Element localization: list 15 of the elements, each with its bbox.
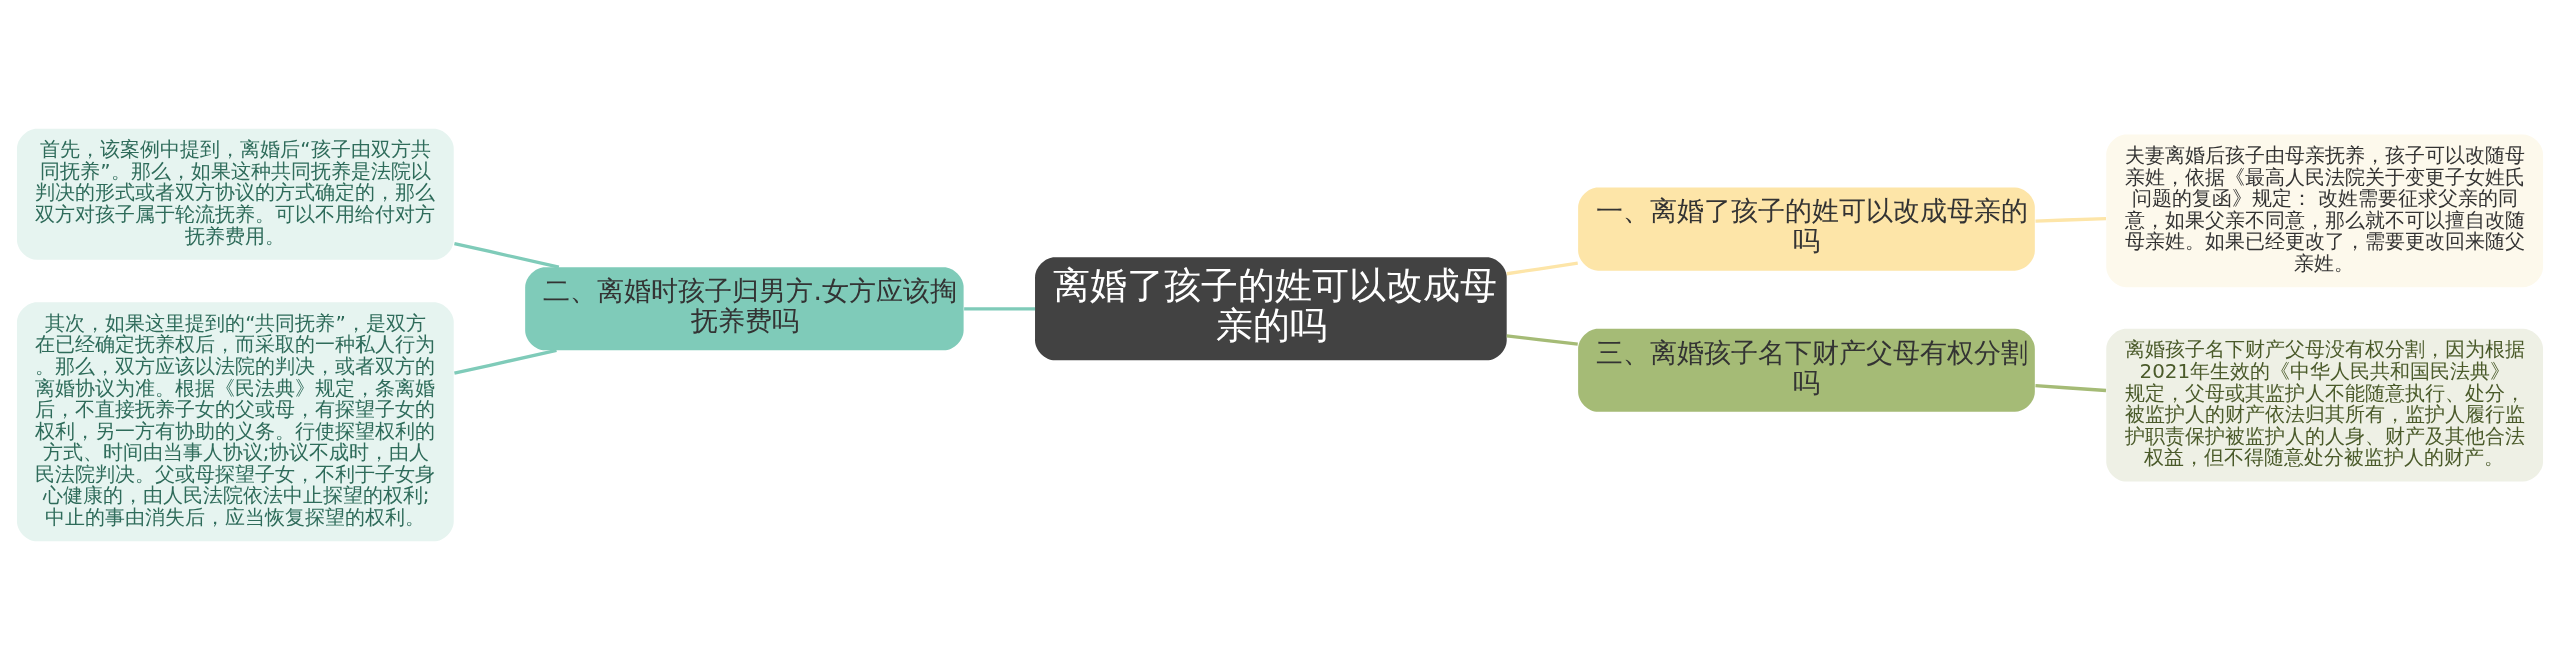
- connector: [964, 307, 1035, 311]
- node-box: 三、离婚孩子名下财产父母有权分割吗: [1578, 328, 2035, 412]
- node-box: 其次，如果这里提到的“共同抚养”，是双方在已经确定抚养权后，而采取的一种私人行为。那么，双方应该以法院的判决，或者双方的离婚协议为准。根据《民法典》规定，条离婚后，不直接抚养子女的父或母，有探望子女的权利，另一方有协助的义务。行使探望权利的方式、时间由当事人协议;协议不成时，由人民法院判决。父或母探望子女，不利于子女身心健康的，由人民法院依法中止探望的权利;中止的事由消失后，应当恢复探望的权利。: [16, 302, 454, 542]
- connector: [2035, 216, 2107, 223]
- connector: [1506, 334, 1578, 346]
- connector: [454, 241, 560, 269]
- node-box: 一、离婚了孩子的姓可以改成母亲的吗: [1578, 187, 2035, 271]
- node-box: 夫妻离婚后孩子由母亲抚养，孩子可以改随母亲姓，依据《最高人民法院关于变更子女姓氏问题的复函》规定： 改姓需要征求父亲的同意，如果父亲不同意，那么就不可以擅自改随母亲姓。如果已经更改了，需要更改回来随父亲姓。: [2106, 134, 2544, 288]
- connector: [1506, 261, 1578, 276]
- node-box: 离婚孩子名下财产父母没有权分割，因为根据2021年生效的《中华人民共和国民法典》规定，父母或其监护人不能随意执行、处分，被监护人的财产依法归其所有，监护人履行监护职责保护被监护人的人身、财产及其他合法权益，但不得随意处分被监护人的财产。: [2106, 328, 2544, 482]
- connector: [2035, 384, 2107, 393]
- node-box: 首先，该案例中提到，离婚后“孩子由双方共同抚养”。那么，如果这种共同抚养是法院以判决的形式或者双方协议的方式确定的，那么双方对孩子属于轮流抚养。可以不用给付对方抚养费用。: [16, 128, 454, 260]
- node-box: 二、离婚时孩子归男方.女方应该掏抚养费吗: [525, 267, 964, 351]
- node-box: 离婚了孩子的姓可以改成母亲的吗: [1035, 257, 1507, 361]
- connector: [454, 348, 557, 375]
